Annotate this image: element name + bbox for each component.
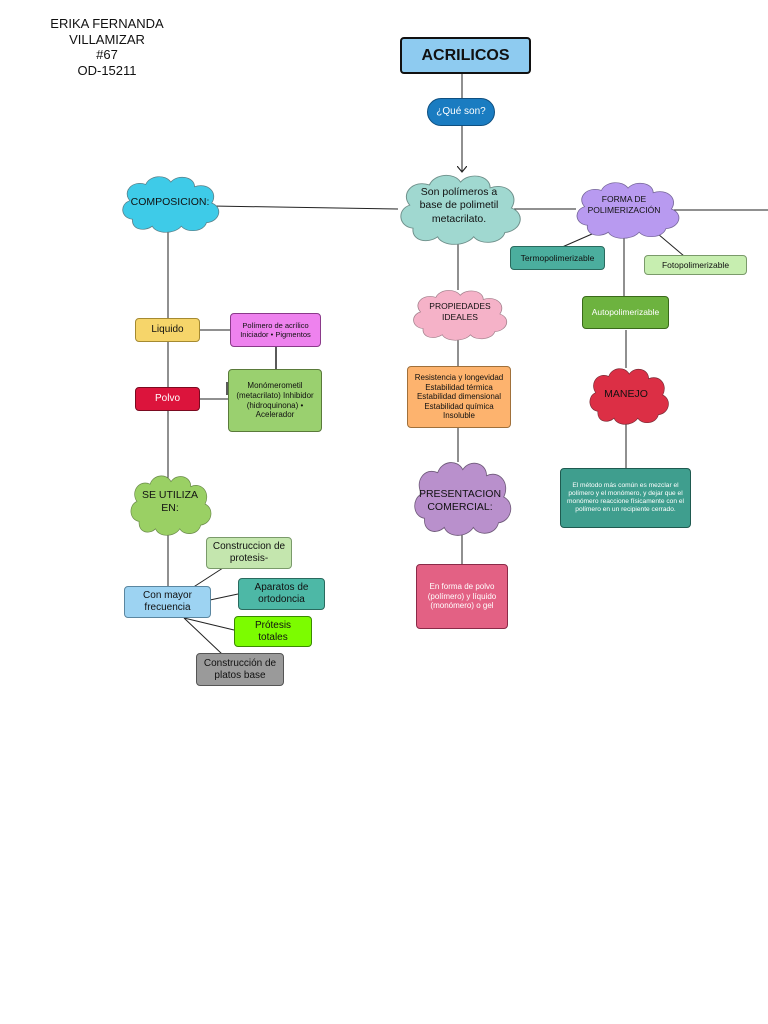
termo-label: Termopolimerizable [520, 252, 595, 263]
polvo-detail-text: Monómerometil (metacrilato) Inhibidor (h… [236, 381, 314, 420]
polimerizacion-text: FORMA DE POLIMERIZACIÓN [587, 194, 661, 215]
propiedades-detail-box: Resistencia y longevidad Estabilidad tér… [407, 366, 511, 428]
liquido-detail-box: Polímero de acrílico Iniciador • Pigment… [230, 313, 321, 347]
propiedades-text: PROPIEDADES IDEALES [429, 301, 491, 322]
liquido-label: Liquido [151, 324, 184, 335]
author-number: #67 [96, 47, 118, 62]
composicion-text: COMPOSICION: [130, 196, 210, 209]
frecuencia-label: Con mayor frecuencia [143, 590, 192, 613]
use-protesis-totales-box: Prótesis totales [234, 616, 312, 647]
auto-box: Autopolimerizable [582, 296, 669, 329]
link-frecuencia-totales [183, 617, 235, 631]
propiedades-detail-text: Resistencia y longevidad Estabilidad tér… [414, 373, 504, 421]
foto-label: Fotopolimerizable [661, 259, 730, 270]
liquido-detail-text: Polímero de acrílico Iniciador • Pigment… [240, 321, 311, 339]
title-box: ACRILICOS [400, 37, 531, 74]
link-polimerizacion-foto [657, 233, 685, 257]
question-label: ¿Qué son? [436, 106, 486, 117]
polvo-label: Polvo [154, 393, 180, 404]
use-protesis-totales-label: Prótesis totales [254, 619, 292, 643]
foto-box: Fotopolimerizable [644, 255, 747, 275]
use-aparatos-box: Aparatos de ortodoncia [238, 578, 325, 610]
author-code: OD-15211 [77, 62, 137, 78]
liquido-box: Liquido [135, 318, 200, 342]
link-frecuencia-aparatos [209, 593, 239, 601]
termo-box: Termopolimerizable [510, 246, 605, 270]
use-platos-base-label: Construcción de platos base [203, 657, 277, 681]
polvo-box: Polvo [135, 387, 200, 411]
author-name-line1: ERIKA FERNANDA [50, 16, 164, 31]
frecuencia-box: Con mayor frecuencia [124, 586, 211, 618]
title-label: ACRILICOS [421, 46, 510, 64]
use-aparatos-label: Aparatos de ortodoncia [254, 582, 309, 605]
manejo-detail-text: El método más común es mezclar el políme… [567, 482, 684, 513]
presentacion-detail-box: En forma de polvo (polímero) y líquido (… [416, 564, 508, 629]
presentacion-detail-text: En forma de polvo (polímero) y líquido (… [427, 582, 497, 611]
link-frecuencia-protesis [191, 565, 227, 589]
manejo-detail-box: El método más común es mezclar el políme… [560, 468, 691, 528]
se-utiliza-text: SE UTILIZA EN: [141, 488, 198, 514]
polvo-detail-box: Monómerometil (metacrilato) Inhibidor (h… [228, 369, 322, 432]
link-frecuencia-platos [183, 617, 223, 655]
use-construccion-protesis-label: Construccion de protesis- [212, 541, 286, 564]
auto-label: Autopolimerizable [591, 307, 660, 318]
link-composicion-definition [211, 205, 399, 210]
presentacion-text: PRESENTACION COMERCIAL: [418, 487, 502, 513]
link-polimerizacion-termo [559, 233, 593, 249]
use-construccion-protesis-box: Construccion de protesis- [206, 537, 292, 569]
author-name-line2: VILLAMIZAR [69, 31, 145, 47]
question-pill: ¿Qué son? [427, 98, 495, 126]
manejo-text: MANEJO [604, 388, 648, 401]
author-block: ERIKA FERNANDA VILLAMIZAR #67 OD-15211 [40, 16, 174, 78]
definition-text: Son polímeros a base de polimetil metacr… [419, 186, 499, 225]
use-platos-base-box: Construcción de platos base [196, 653, 284, 686]
